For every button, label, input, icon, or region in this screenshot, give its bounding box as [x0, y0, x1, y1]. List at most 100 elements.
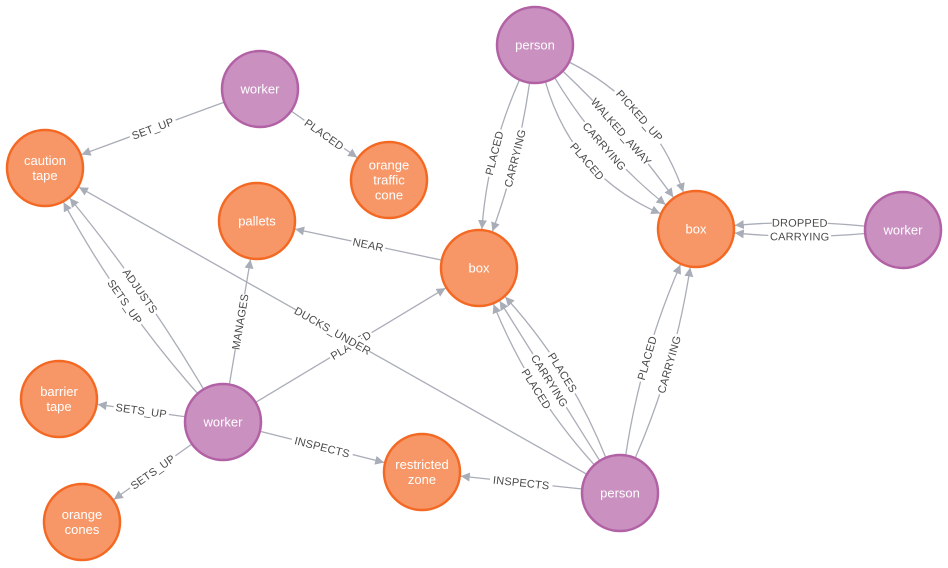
edge-label-background	[527, 350, 573, 412]
edge-label-background	[771, 215, 828, 230]
edge-label: DROPPED	[772, 217, 828, 229]
node-box-center[interactable]: box	[439, 228, 519, 308]
edge-label-background	[578, 118, 631, 175]
edge-label-background	[127, 113, 178, 144]
edge-label: NEAR	[351, 236, 384, 254]
edge-label-background	[481, 127, 507, 179]
edge-label-background	[300, 114, 349, 155]
edge-label-background	[103, 274, 147, 329]
edge-label-background	[118, 264, 162, 318]
edge-label-background	[500, 126, 530, 191]
edge-adjusts[interactable]: ADJUSTS	[69, 197, 205, 390]
node-label: orange	[62, 507, 102, 522]
node-worker-right[interactable]: worker	[863, 190, 943, 270]
node-circle	[19, 359, 99, 439]
edge-carrying[interactable]: CARRYING	[554, 77, 666, 206]
node-circle	[349, 140, 429, 220]
edge-label-background	[489, 472, 554, 493]
edge-label-group: PLACED	[633, 332, 661, 384]
edge-label: INSPECTS	[492, 475, 550, 493]
node-label: person	[600, 486, 640, 501]
edge-label-background	[112, 399, 170, 422]
node-label: box	[686, 222, 707, 237]
edge-label-background	[543, 348, 582, 397]
node-label: worker	[882, 223, 923, 238]
edge-label: SET_UP	[130, 116, 175, 142]
edge-label-background	[125, 450, 180, 494]
node-label: tape	[32, 168, 57, 183]
node-circle	[495, 5, 575, 85]
node-circle	[382, 432, 462, 512]
node-label: cone	[375, 188, 403, 203]
edge-dropped[interactable]: DROPPED	[734, 215, 866, 230]
edge-label: SETS_UP	[115, 402, 168, 421]
edge-label-background	[228, 293, 252, 351]
node-label: cones	[65, 522, 100, 537]
node-person-bottom[interactable]: person	[580, 453, 660, 533]
edge-line	[554, 77, 666, 206]
edge-label-group: INSPECTS	[290, 432, 355, 462]
node-person-top[interactable]: person	[495, 5, 575, 85]
node-label: barrier	[40, 384, 78, 399]
node-pallets[interactable]: pallets	[217, 181, 297, 261]
edge-label-background	[349, 234, 387, 255]
edge-label: CARRYING	[656, 334, 684, 394]
node-circle	[863, 190, 943, 270]
edge-label: CARRYING	[503, 128, 529, 189]
edge-carrying[interactable]: CARRYING	[734, 229, 866, 244]
edge-label: PLACED	[636, 335, 660, 382]
edge-inspects[interactable]: INSPECTS	[460, 472, 583, 493]
node-label: worker	[239, 82, 280, 97]
edge-label: PLACED	[302, 117, 346, 153]
node-label: pallets	[238, 214, 276, 229]
node-label: traffic	[373, 173, 405, 188]
node-circle	[217, 181, 297, 261]
node-label: zone	[408, 472, 436, 487]
edge-sets-up[interactable]: SETS_UP	[62, 201, 199, 395]
node-circle	[656, 189, 736, 269]
edge-label-group: PLACED	[481, 127, 507, 179]
edge-sets-up[interactable]: SETS_UP	[113, 443, 193, 500]
node-label: orange	[369, 158, 409, 173]
edge-placed[interactable]: PLACED	[625, 264, 682, 456]
node-circle	[580, 453, 660, 533]
node-worker-top[interactable]: worker	[220, 49, 300, 129]
node-worker-mid[interactable]: worker	[183, 382, 263, 462]
nodes-layer: worker person worker worker person cautiontap…	[5, 5, 943, 562]
edge-sets-up[interactable]: SETS_UP	[97, 399, 186, 422]
edge-label-group: INSPECTS	[489, 472, 554, 493]
edge-label: SETS_UP	[129, 453, 178, 493]
node-circle	[5, 128, 85, 208]
edge-label-group: DROPPED	[771, 215, 828, 230]
edge-inspects[interactable]: INSPECTS	[259, 430, 385, 465]
node-circle	[183, 382, 263, 462]
node-label: box	[469, 261, 490, 276]
edge-placed[interactable]: PLACED	[290, 110, 358, 159]
node-box-right[interactable]: box	[656, 189, 736, 269]
edge-label-group: SET_UP	[127, 113, 178, 144]
node-circle	[439, 228, 519, 308]
edge-label-group: PLACED	[300, 114, 349, 155]
edge-label-background	[633, 332, 661, 384]
node-label: person	[515, 38, 555, 53]
node-label: caution	[24, 153, 66, 168]
edge-label-background	[768, 229, 832, 244]
edge-ducks-under[interactable]: DUCKS_UNDER	[78, 186, 588, 475]
edge-carrying[interactable]: CARRYING	[499, 300, 601, 462]
edge-set-up[interactable]: SET_UP	[81, 101, 225, 156]
node-label: restricted	[395, 457, 448, 472]
edge-label-background	[290, 432, 355, 462]
edge-near[interactable]: NEAR	[295, 226, 442, 261]
edge-label-background	[517, 364, 556, 414]
node-circle	[42, 482, 122, 562]
edge-label-group: SETS_UP	[112, 399, 170, 422]
edge-label: CARRYING	[770, 231, 830, 243]
edge-label-group: SETS_UP	[125, 450, 180, 494]
